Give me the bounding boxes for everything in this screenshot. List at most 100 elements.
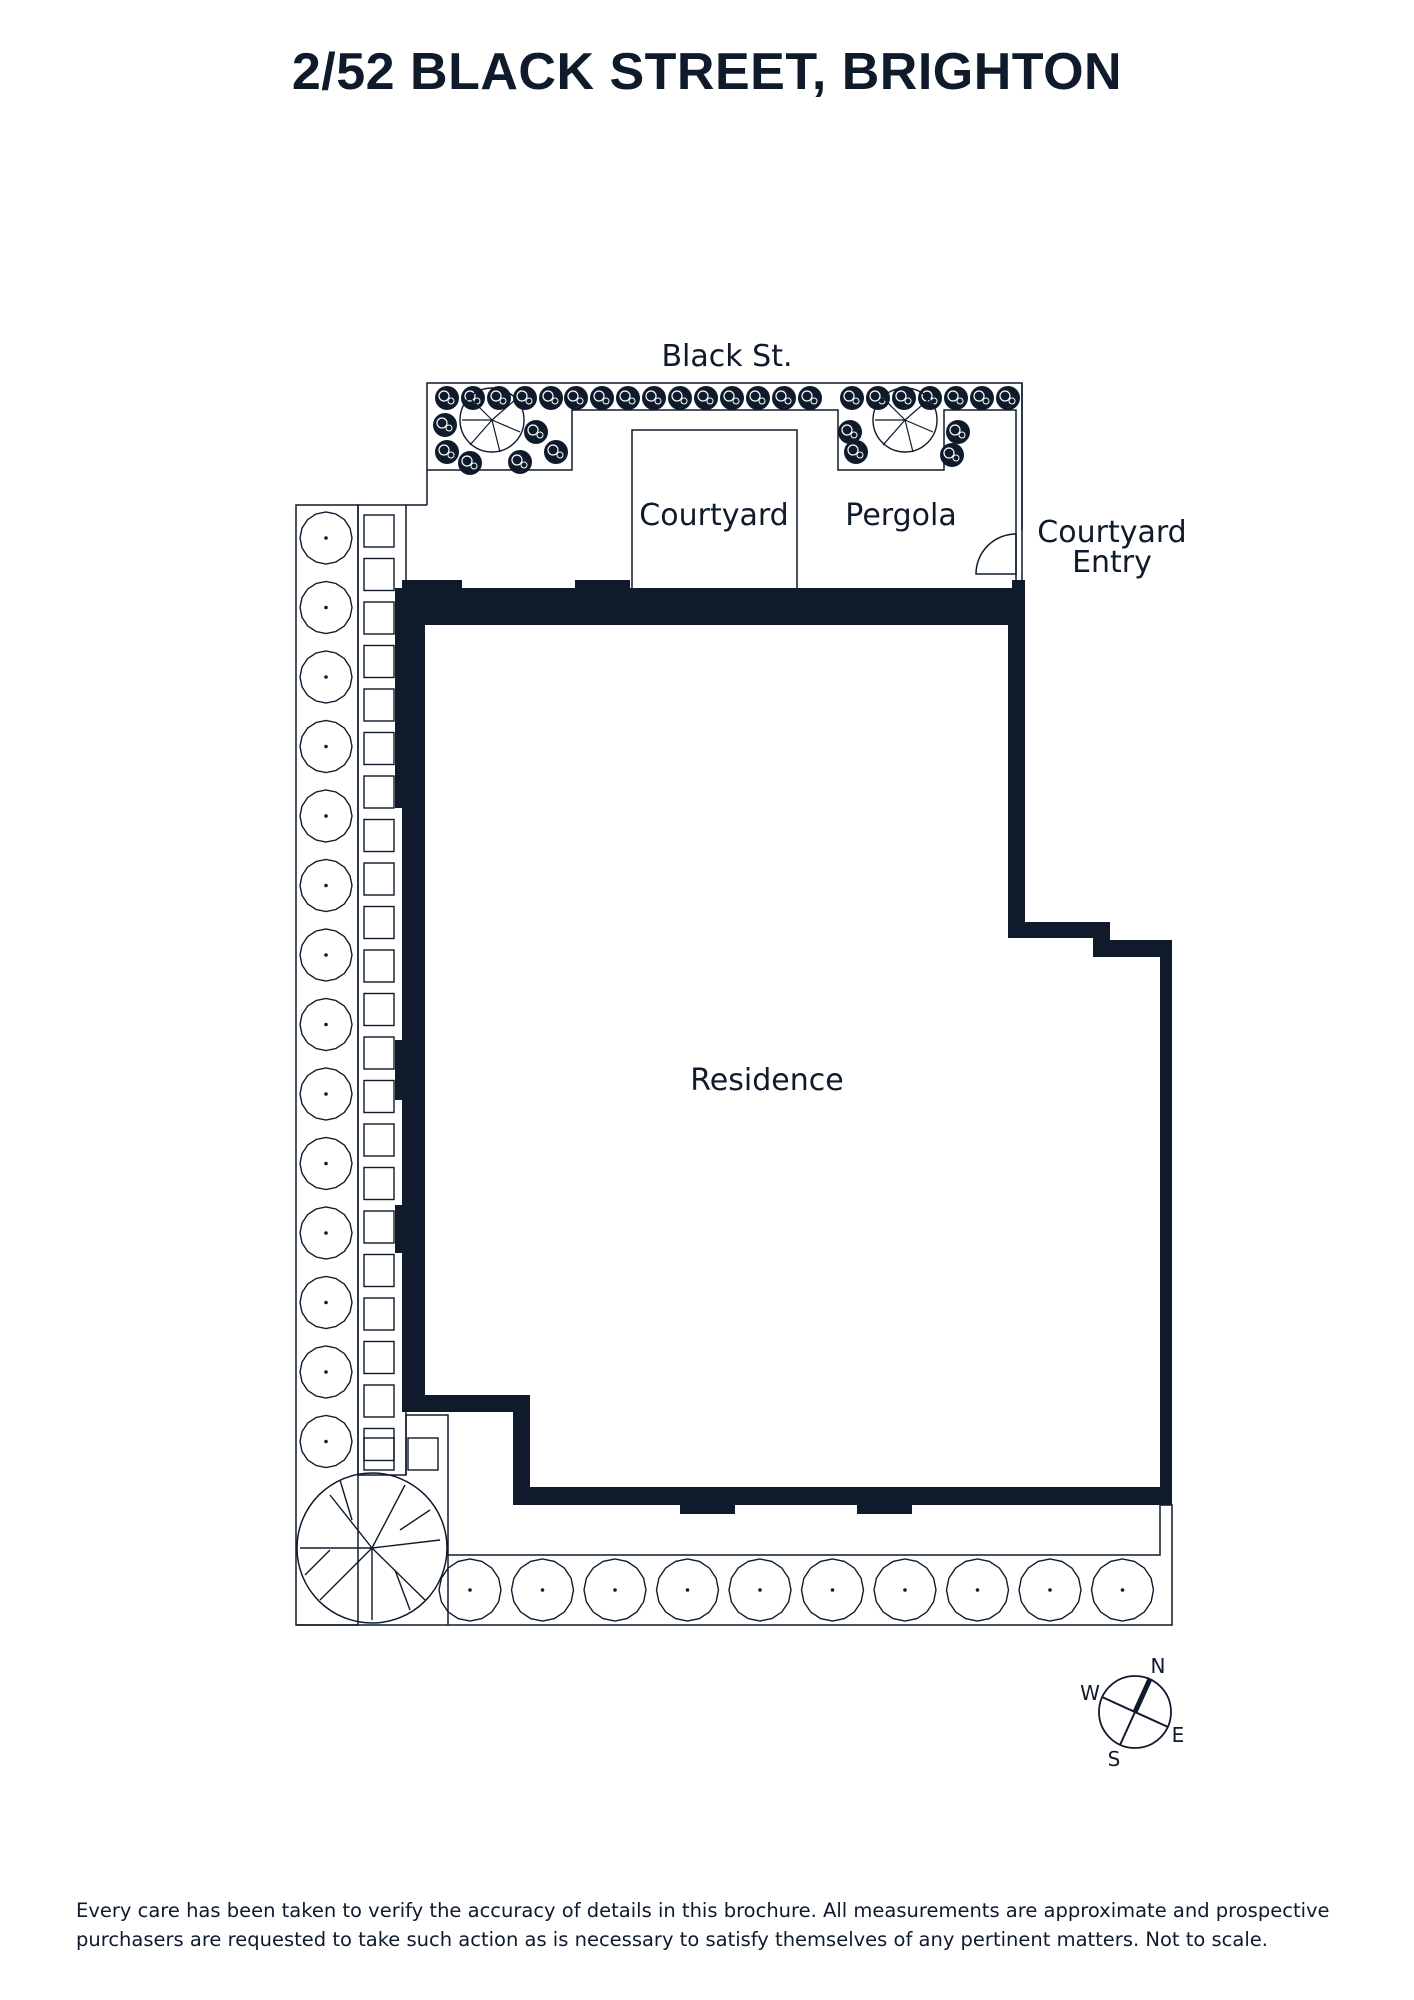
stepping-stone <box>363 1166 395 1201</box>
shrub-icon <box>583 1558 647 1622</box>
hedge-bush-icon <box>487 386 511 410</box>
rear-garden-bed <box>296 1414 1173 1626</box>
hedge-bush-icon <box>524 420 548 444</box>
residence-label: Residence <box>690 1063 843 1098</box>
shrub-icon <box>299 580 353 635</box>
shrub-icon <box>299 1345 353 1399</box>
shrub-icon <box>299 997 353 1052</box>
shrub-icon <box>299 858 353 913</box>
stepping-stone <box>363 1079 395 1114</box>
stepping-stone <box>363 1340 395 1375</box>
shrub-icon <box>299 1275 353 1330</box>
front-garden-bed <box>426 382 1023 601</box>
hedge-bush-icon <box>946 420 970 444</box>
hedge-bush-icon <box>996 386 1020 410</box>
hedge-bush-icon <box>838 420 862 444</box>
stepping-stone <box>363 949 395 983</box>
residence-walls <box>402 588 1172 1505</box>
hedge-bush-icon <box>940 443 964 467</box>
page-title: 2/52 BLACK STREET, BRIGHTON <box>291 43 1123 101</box>
hedge-bush-icon <box>746 386 770 410</box>
stepping-stone <box>363 992 395 1027</box>
shrub-icon <box>945 1558 1010 1622</box>
stepping-stone <box>407 1437 439 1471</box>
front-tree-left-icon <box>459 387 525 453</box>
shrub-icon <box>800 1558 865 1622</box>
stepping-stone <box>363 1210 395 1244</box>
shrub-icon <box>1018 1558 1082 1622</box>
courtyard-entry-label-line2: Entry <box>1072 545 1152 580</box>
stepping-stone <box>363 775 395 809</box>
shrub-icon <box>299 789 353 843</box>
courtyard-label: Courtyard <box>639 498 788 533</box>
shrub-icon <box>299 650 353 704</box>
hedge-bush-icon <box>513 386 537 410</box>
hedge-bush-icon <box>970 386 994 410</box>
stepping-stone <box>363 1036 395 1070</box>
hedge-bush-icon <box>433 413 457 437</box>
stepping-stone <box>363 514 395 548</box>
hedge-bush-icon <box>458 451 482 475</box>
stepping-stone <box>363 557 395 592</box>
hedge-bush-icon <box>694 386 718 410</box>
compass-w-label: W <box>1080 1681 1100 1705</box>
stepping-stone <box>363 1253 395 1288</box>
hedge-bush-icon <box>539 386 563 410</box>
hedge-bush-icon <box>944 386 968 410</box>
stepping-stone <box>363 644 395 679</box>
stepping-stone <box>363 731 395 766</box>
street-label: Black St. <box>661 339 792 374</box>
hedge-bush-icon <box>544 440 568 464</box>
shrub-icon <box>873 1558 937 1622</box>
hedge-bush-icon <box>668 386 692 410</box>
compass: N E S W <box>1080 1654 1184 1771</box>
rear-shrubs <box>438 1558 1155 1622</box>
stepping-stone <box>363 1437 395 1471</box>
hedge-bush-icon <box>508 450 532 474</box>
hedge-bush-icon <box>918 386 942 410</box>
hedge-bush-icon <box>798 386 822 410</box>
hedge-bush-icon <box>866 386 890 410</box>
hedge-bush-icon <box>435 440 459 464</box>
hedge-bush-icon <box>720 386 744 410</box>
front-hedge <box>433 386 1020 475</box>
hedge-bush-icon <box>844 440 868 464</box>
stepping-stone <box>363 688 395 722</box>
stepping-stone <box>363 1427 395 1462</box>
hedge-bush-icon <box>642 386 666 410</box>
shrub-icon <box>299 928 353 982</box>
front-tree-right-icon <box>872 387 938 453</box>
compass-e-label: E <box>1172 1723 1185 1747</box>
shrub-icon <box>299 1206 353 1260</box>
stepping-stone <box>363 905 395 940</box>
shrub-icon <box>438 1558 502 1622</box>
compass-s-label: S <box>1108 1747 1121 1771</box>
compass-ring <box>1098 1675 1172 1749</box>
stepping-stones <box>363 514 439 1471</box>
shrub-icon <box>728 1558 792 1622</box>
hedge-bush-icon <box>590 386 614 410</box>
stepping-stone <box>363 1384 395 1418</box>
compass-n-label: N <box>1151 1654 1166 1678</box>
hedge-bush-icon <box>616 386 640 410</box>
shrub-icon <box>299 1414 353 1469</box>
stepping-stone <box>363 862 395 896</box>
pergola-label: Pergola <box>845 498 956 533</box>
courtyard-entry-door <box>975 533 1017 575</box>
disclaimer-text: Every care has been taken to verify the … <box>76 1899 1330 1951</box>
hedge-bush-icon <box>461 386 485 410</box>
hedge-bush-icon <box>772 386 796 410</box>
stepping-stone <box>363 601 395 635</box>
hedge-bush-icon <box>435 386 459 410</box>
side-shrubs <box>299 511 353 1469</box>
hedge-bush-icon <box>564 386 588 410</box>
shrub-icon <box>299 511 353 565</box>
shrub-icon <box>299 1136 353 1191</box>
shrub-icon <box>1090 1558 1155 1622</box>
courtyard-entry-label-line1: Courtyard <box>1037 515 1186 550</box>
stepping-stone <box>363 1297 395 1331</box>
shrub-icon <box>655 1558 720 1622</box>
stepping-stone <box>363 1123 395 1157</box>
shrub-icon <box>299 719 353 774</box>
